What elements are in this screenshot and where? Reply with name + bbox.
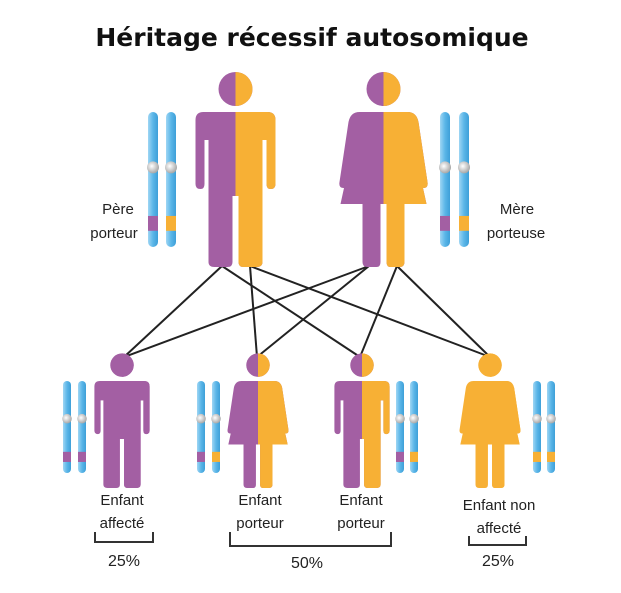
female-body-icon xyxy=(383,112,428,267)
child-label: affecté xyxy=(477,520,522,537)
father-label-line2: porteur xyxy=(90,225,138,242)
child-affected-figure xyxy=(94,353,150,488)
inheritance-link xyxy=(249,265,491,358)
centromere xyxy=(165,161,177,174)
centromere xyxy=(77,413,87,424)
head-icon xyxy=(362,353,374,377)
allele-band xyxy=(396,451,404,462)
allele-band xyxy=(148,215,158,231)
allele-band xyxy=(459,215,469,231)
allele-band xyxy=(410,451,418,462)
allele-band xyxy=(533,451,541,462)
bracket-unaffected xyxy=(468,536,527,546)
allele-band xyxy=(212,451,220,462)
allele-band xyxy=(78,451,86,462)
head-icon xyxy=(490,353,502,377)
chromosome xyxy=(62,381,72,473)
chromosome xyxy=(196,381,206,473)
female-body-icon xyxy=(258,381,289,488)
child-label: Enfant xyxy=(100,492,144,509)
bracket-carriers xyxy=(229,532,392,547)
mother-label-line2: porteuse xyxy=(487,225,545,242)
female-body-icon xyxy=(490,381,521,488)
child-label: Enfant non xyxy=(463,497,536,514)
centromere xyxy=(62,413,72,424)
centromere xyxy=(211,413,221,424)
figures xyxy=(62,72,556,488)
male-body-icon xyxy=(122,381,150,488)
child-carrier-boy-figure xyxy=(334,353,390,488)
father-label-line1: Père xyxy=(102,201,134,218)
father-figure xyxy=(195,72,276,267)
bracket-affected xyxy=(94,532,154,543)
chromosome xyxy=(165,112,177,247)
centromere xyxy=(458,161,470,174)
inheritance-link xyxy=(123,265,370,358)
inheritance-link xyxy=(221,265,361,358)
male-body-icon xyxy=(362,381,390,488)
inheritance-link xyxy=(396,265,491,358)
chromosome xyxy=(211,381,221,473)
child-label: Enfant xyxy=(339,492,383,509)
inheritance-link xyxy=(249,265,258,358)
chromosome xyxy=(546,381,556,473)
centromere xyxy=(147,161,159,174)
chromosome xyxy=(409,381,419,473)
head-icon xyxy=(258,353,270,377)
inheritance-link xyxy=(359,265,398,358)
child-label: affecté xyxy=(100,515,145,532)
chromosome xyxy=(147,112,159,247)
mother-figure xyxy=(339,72,428,267)
head-icon xyxy=(235,72,253,106)
head-icon xyxy=(122,353,134,377)
diagram-title: Héritage récessif autosomique xyxy=(95,23,528,52)
probability-carriers: 50% xyxy=(291,555,323,572)
centromere xyxy=(439,161,451,174)
chromosome xyxy=(532,381,542,473)
inheritance-link xyxy=(256,265,370,358)
child-label: porteur xyxy=(337,515,385,532)
child-carrier-girl-figure xyxy=(227,353,289,488)
centromere xyxy=(409,413,419,424)
chromosome xyxy=(458,112,470,247)
inheritance-links xyxy=(123,265,491,358)
centromere xyxy=(546,413,556,424)
allele-band xyxy=(547,451,555,462)
probability-affected: 25% xyxy=(108,553,140,570)
child-unaffected-figure xyxy=(459,353,521,488)
male-body-icon xyxy=(235,112,276,267)
probability-unaffected: 25% xyxy=(482,553,514,570)
chromosome xyxy=(395,381,405,473)
mother-label-line1: Mère xyxy=(500,201,534,218)
allele-band xyxy=(197,451,205,462)
child-label: Enfant xyxy=(238,492,282,509)
centromere xyxy=(532,413,542,424)
chromosome xyxy=(439,112,451,247)
allele-band xyxy=(166,215,176,231)
chromosome xyxy=(77,381,87,473)
child-label: porteur xyxy=(236,515,284,532)
allele-band xyxy=(63,451,71,462)
inheritance-link xyxy=(123,265,223,358)
allele-band xyxy=(440,215,450,231)
centromere xyxy=(196,413,206,424)
head-icon xyxy=(383,72,401,106)
centromere xyxy=(395,413,405,424)
